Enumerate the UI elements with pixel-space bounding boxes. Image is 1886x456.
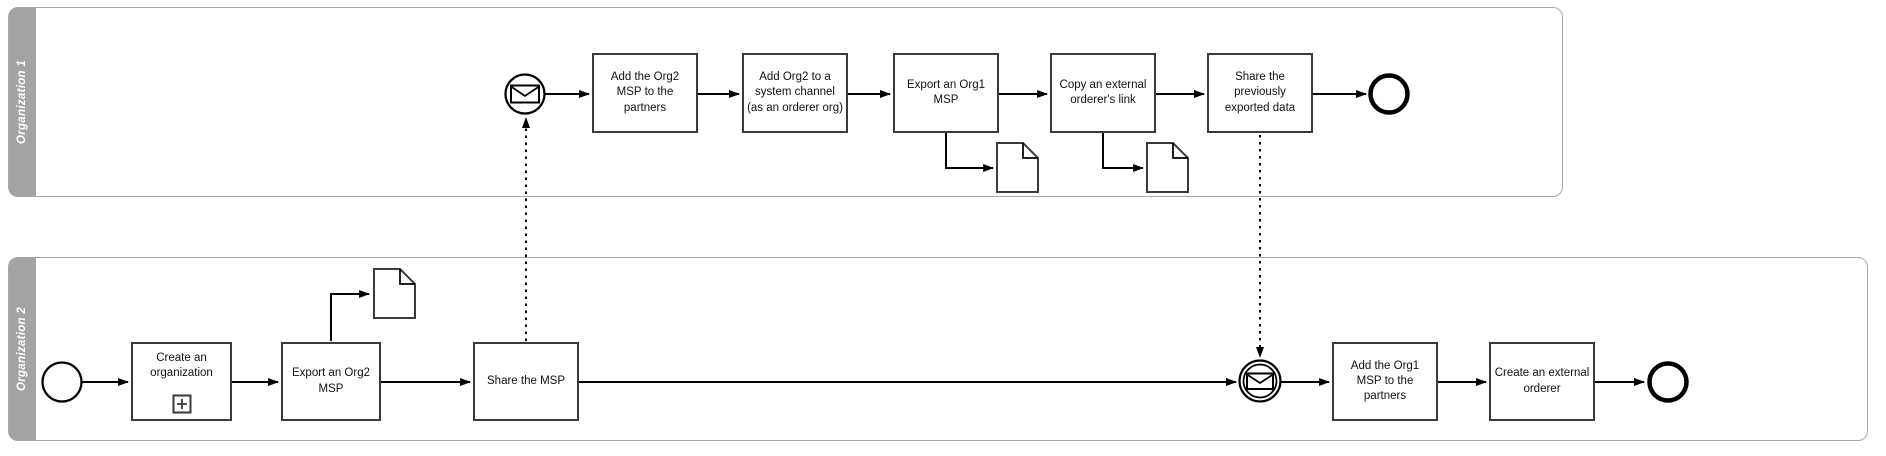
task-label: Add Org2 to a system channel (as an orde… [747,71,843,114]
task-create-organization[interactable]: Create an organization [131,342,232,421]
message-icon [1246,372,1274,390]
task-label: Copy an external orderer's link [1059,78,1147,106]
data-object-export-org1-msp[interactable] [996,142,1039,193]
subprocess-expand-icon[interactable] [172,394,192,414]
document-fold-icon [1022,143,1038,159]
end-event-org1[interactable] [1368,73,1410,115]
task-add-org2-to-system-channel[interactable]: Add Org2 to a system channel (as an orde… [742,53,848,133]
association-export-org1-to-document[interactable] [945,133,994,172]
message-icon [510,84,540,104]
end-event-org2[interactable] [1647,361,1689,403]
lane-header-organization-2[interactable]: Organization 2 [9,258,36,440]
lane-header-organization-1[interactable]: Organization 1 [9,8,36,196]
task-share-previously-exported-data[interactable]: Share the previously exported data [1207,53,1313,133]
start-event-org2[interactable] [41,361,83,403]
data-object-org2-msp[interactable] [373,268,416,319]
task-label: Export an Org1 MSP [907,78,985,106]
document-fold-icon [1172,143,1188,159]
task-create-external-orderer[interactable]: Create an external orderer [1489,342,1595,421]
task-add-org1-msp-to-partners[interactable]: Add the Org1 MSP to the partners [1332,342,1438,421]
task-export-org1-msp[interactable]: Export an Org1 MSP [893,53,999,133]
task-label: Share the previously exported data [1224,71,1296,114]
task-label: Create an organization [150,352,213,380]
association-copy-link-to-document[interactable] [1102,133,1144,172]
sequence-flows-lane2 [82,290,1645,386]
task-label: Create an external orderer [1494,367,1590,395]
document-fold-icon [399,269,415,285]
association-export-org2-to-document[interactable] [330,290,370,341]
message-flows [522,117,1264,358]
task-label: Add the Org1 MSP to the partners [1350,359,1420,403]
task-copy-external-orderer-link[interactable]: Copy an external orderer's link [1050,53,1156,133]
task-label: Share the MSP [487,374,565,387]
task-share-the-msp[interactable]: Share the MSP [473,342,579,421]
message-catch-event-org2[interactable] [1238,359,1282,403]
task-export-org2-msp[interactable]: Export an Org2 MSP [281,342,381,421]
task-add-org2-msp-to-partners[interactable]: Add the Org2 MSP to the partners [592,53,698,133]
task-label: Add the Org2 MSP to the partners [610,71,680,114]
message-start-event-org1[interactable] [504,73,546,115]
sequence-flows-lane1 [545,90,1367,172]
data-object-external-orderer-link[interactable] [1146,142,1189,193]
task-label: Export an Org2 MSP [292,367,370,395]
